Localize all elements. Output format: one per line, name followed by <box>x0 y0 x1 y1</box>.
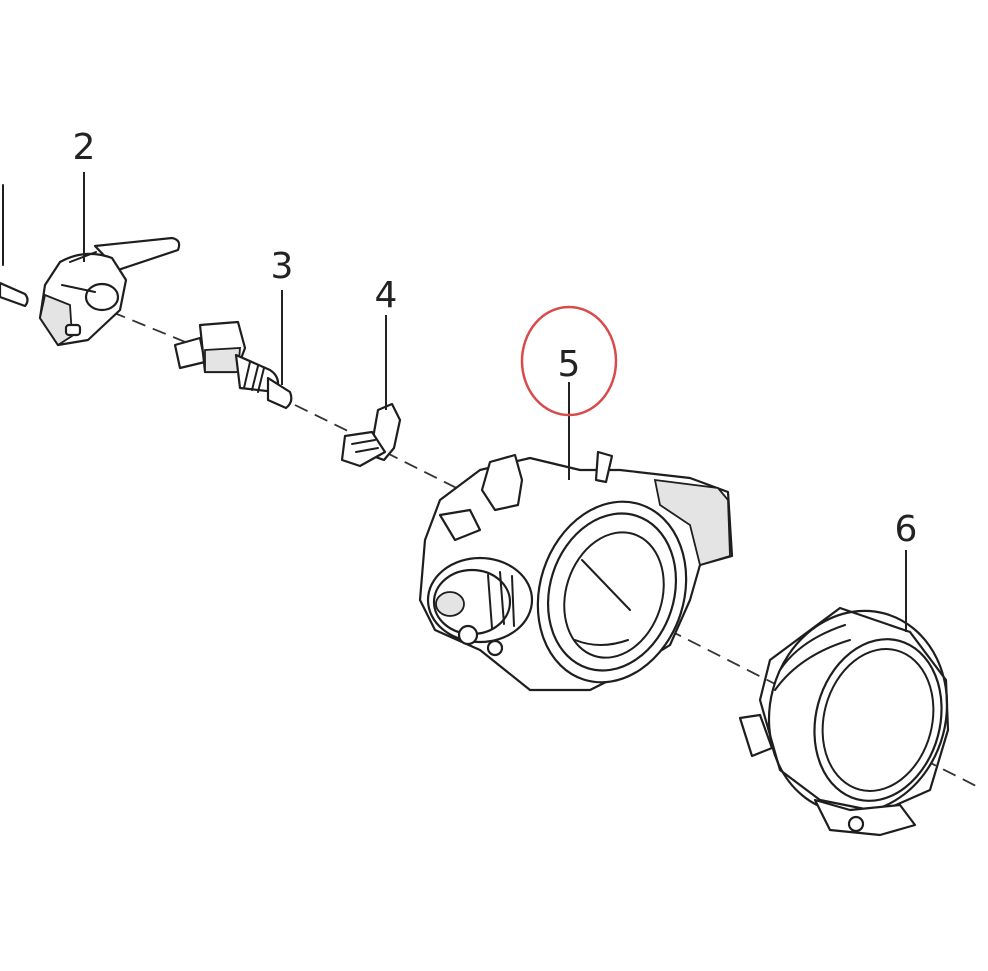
part-6-intake-seal-clamp <box>738 606 950 837</box>
callout-3: 3 <box>271 246 294 287</box>
callout-2: 2 <box>73 127 96 168</box>
callout-4: 4 <box>375 275 398 316</box>
part-5-throttle-body <box>418 450 734 692</box>
callout-labels: 2 3 4 5 6 <box>73 127 918 550</box>
callout-5: 5 <box>558 344 581 385</box>
highlight-circle <box>520 305 618 417</box>
part-1-fragment <box>0 184 29 308</box>
part-3-fuel-injector <box>173 320 293 410</box>
leader-lines <box>83 172 907 632</box>
part-4-retaining-clip <box>340 402 402 468</box>
callout-6: 6 <box>895 509 918 550</box>
part-2-fuel-connector <box>38 236 181 347</box>
